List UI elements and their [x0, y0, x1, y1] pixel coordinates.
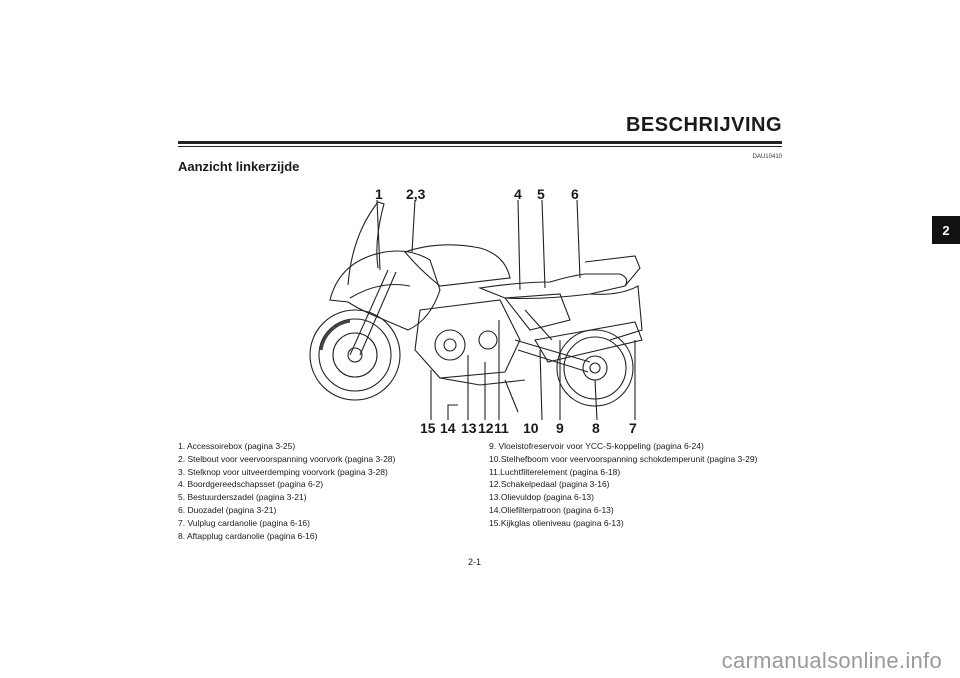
callout-9: 9 — [556, 420, 564, 436]
callout-10: 10 — [523, 420, 539, 436]
legend-right: 9. Vloeistofreservoir voor YCC-S-koppeli… — [489, 440, 757, 530]
legend-item: 15.Kijkglas olieniveau (pagina 6-13) — [489, 517, 624, 528]
callout-11: 11 — [494, 420, 509, 436]
header-rule — [178, 141, 782, 144]
page-title: BESCHRIJVING — [625, 114, 782, 136]
legend-item: 1. Accessoirebox (pagina 3-25) — [178, 441, 296, 451]
callout-8: 8 — [592, 420, 600, 436]
legend-item: 11.Luchtfilterelement (pagina 6-18) — [489, 466, 621, 477]
callout-12: 12 — [478, 420, 494, 436]
callout-13: 13 — [461, 420, 477, 436]
legend-left: 1. Accessoirebox (pagina 3-25) 2. Stelbo… — [178, 440, 395, 542]
legend-item: 14.Oliefilterpatroon (pagina 6-13) — [489, 504, 614, 515]
legend-item: 8. Aftapplug cardanolie (pagina 6-16) — [178, 530, 318, 541]
section-title: Aanzicht linkerzijde — [178, 159, 300, 174]
callout-6: 6 — [571, 186, 579, 202]
legend-item: 3. Stelknop voor uitveerdemping voorvork… — [178, 466, 388, 477]
callout-7: 7 — [629, 420, 637, 436]
legend-item: 13.Olievuldop (pagina 6-13) — [489, 492, 594, 503]
legend-item: 5. Bestuurderszadel (pagina 3-21) — [178, 492, 307, 503]
document-code: DAU10410 — [752, 154, 782, 160]
legend-item: 2. Stelbout voor veervoorspanning voorvo… — [178, 453, 396, 464]
callout-2-3: 2,3 — [406, 186, 426, 202]
legend-item: 10.Stelhefboom voor veervoorspanning sch… — [489, 453, 758, 464]
callout-1: 1 — [375, 186, 383, 202]
header-rule-thin — [178, 146, 782, 147]
watermark: carmanualsonline.info — [721, 648, 942, 673]
chapter-tab: 2 — [932, 216, 960, 244]
motorcycle-illustration — [309, 199, 643, 420]
callout-5: 5 — [537, 186, 545, 202]
callout-15: 15 — [420, 420, 436, 436]
page-number: 2-1 — [468, 557, 482, 567]
legend-item: 7. Vulplug cardanolie (pagina 6-16) — [178, 517, 310, 528]
legend-item: 9. Vloeistofreservoir voor YCC-S-koppeli… — [489, 441, 704, 451]
legend-item: 6. Duozadel (pagina 3-21) — [178, 504, 277, 515]
legend-item: 4. Boordgereedschapsset (pagina 6-2) — [178, 479, 324, 490]
callout-4: 4 — [514, 186, 522, 202]
legend-item: 12.Schakelpedaal (pagina 3-16) — [489, 479, 610, 490]
callout-14: 14 — [440, 420, 456, 436]
